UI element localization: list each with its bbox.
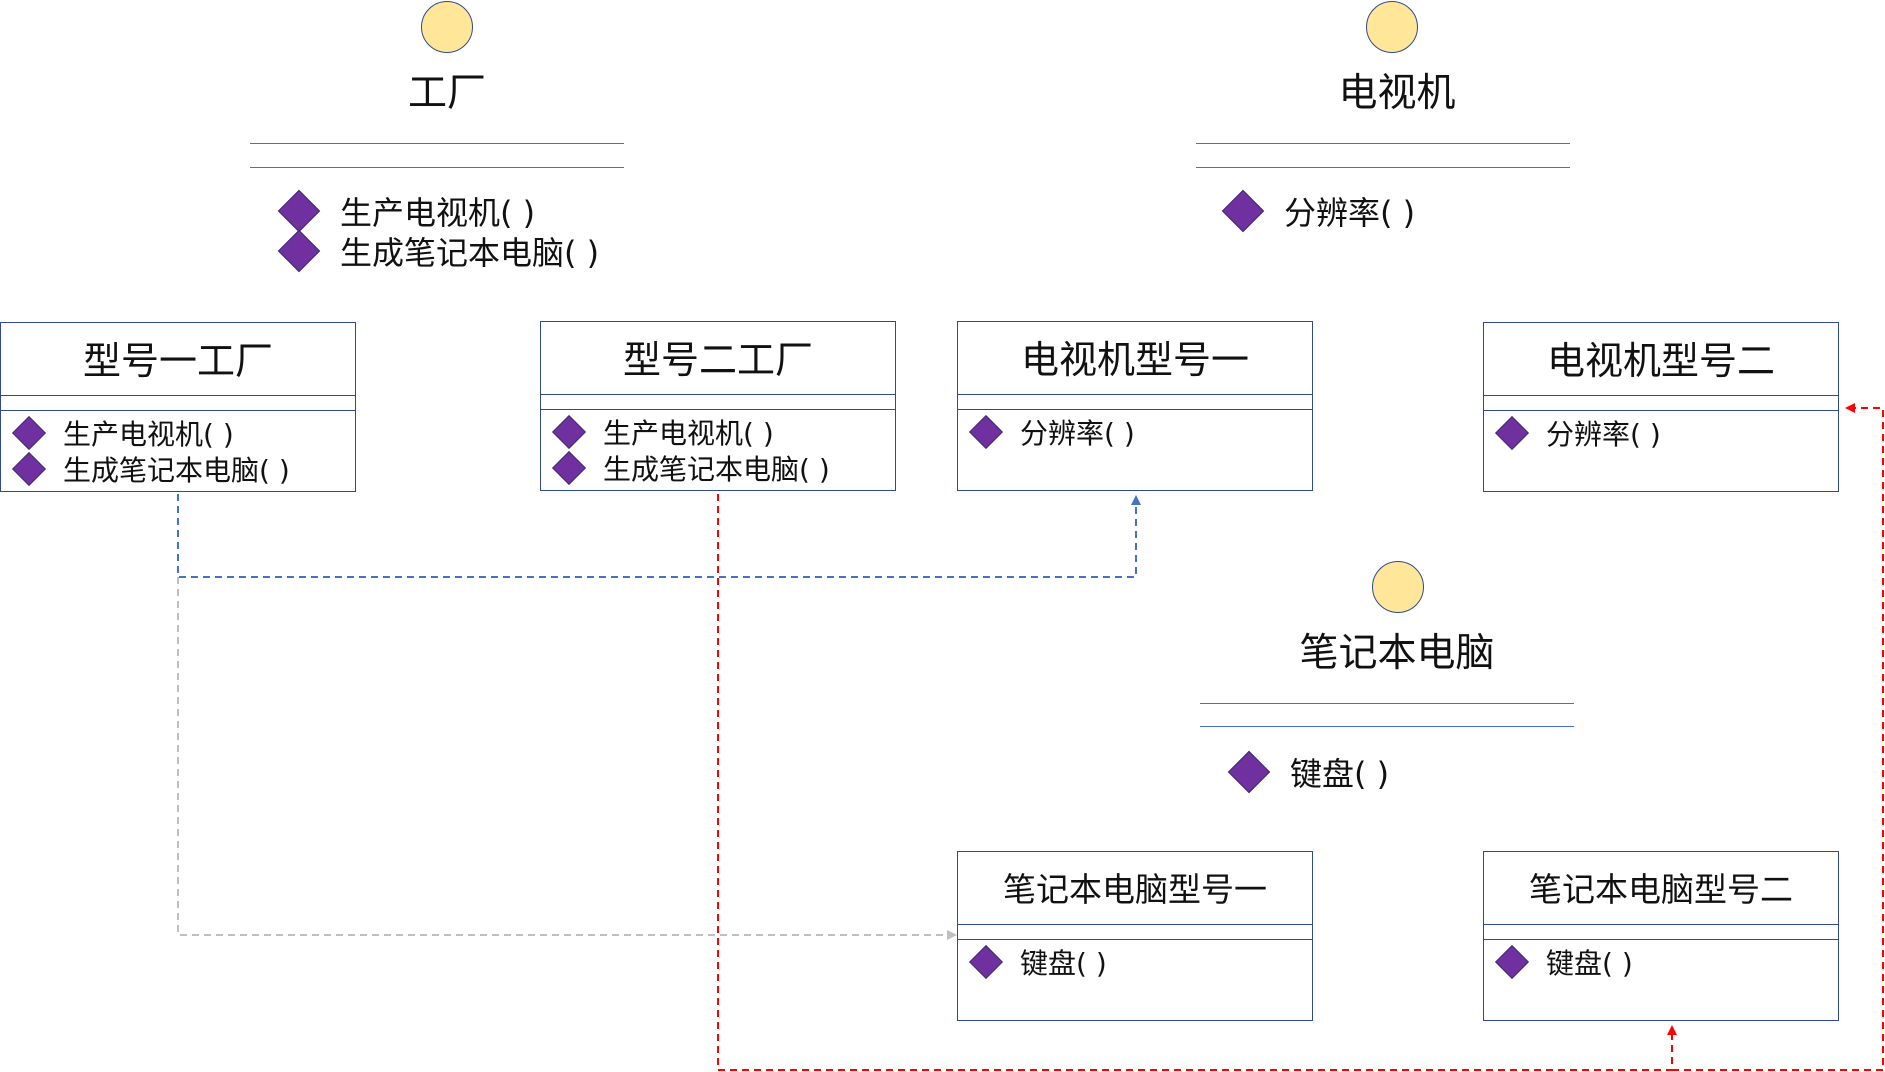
method-label: 生产电视机( ) xyxy=(603,417,774,450)
interface-factory-circle-icon xyxy=(421,1,473,53)
interface-tv-title: 电视机 xyxy=(1338,71,1456,116)
class-divider xyxy=(1484,939,1838,940)
class-methods: 生产电视机( ) 生成笔记本电脑( ) xyxy=(1,415,355,487)
class-method: 生产电视机( ) xyxy=(1,415,355,451)
diamond-icon xyxy=(12,452,46,486)
interface-tv-methods: 分辨率( ) xyxy=(1221,189,1416,233)
class-factory-model2: 型号二工厂 生产电视机( ) 生成笔记本电脑( ) xyxy=(540,321,896,491)
interface-laptop-rule-top xyxy=(1200,703,1574,704)
class-factory-model1: 型号一工厂 生产电视机( ) 生成笔记本电脑( ) xyxy=(0,322,356,492)
method-label: 生成笔记本电脑( ) xyxy=(340,234,600,272)
method-label: 生产电视机( ) xyxy=(63,418,234,451)
class-divider xyxy=(1484,395,1838,396)
interface-laptop-title: 笔记本电脑 xyxy=(1299,631,1495,676)
class-method: 键盘( ) xyxy=(1484,944,1838,980)
interface-factory-method: 生产电视机( ) xyxy=(277,189,599,233)
diamond-icon xyxy=(1495,416,1529,450)
method-label: 键盘( ) xyxy=(1546,947,1633,980)
interface-laptop-method: 键盘( ) xyxy=(1227,750,1390,794)
class-method: 分辨率( ) xyxy=(1484,415,1838,451)
class-divider xyxy=(958,394,1312,395)
method-label: 键盘( ) xyxy=(1290,755,1390,793)
method-label: 分辨率( ) xyxy=(1284,194,1416,232)
class-method: 分辨率( ) xyxy=(958,414,1312,450)
class-title: 笔记本电脑型号一 xyxy=(1003,870,1267,909)
diamond-icon xyxy=(277,229,321,273)
class-title: 电视机型号二 xyxy=(1546,339,1775,383)
interface-factory-methods: 生产电视机( ) 生成笔记本电脑( ) xyxy=(277,189,600,273)
class-divider xyxy=(1484,410,1838,411)
diamond-icon xyxy=(277,189,321,233)
method-label: 键盘( ) xyxy=(1020,947,1107,980)
connector-factory1-to-laptop1 xyxy=(177,577,957,940)
class-method: 生成笔记本电脑( ) xyxy=(1,451,355,487)
diamond-icon xyxy=(969,415,1003,449)
interface-tv-rule-bottom xyxy=(1196,167,1570,168)
diamond-icon xyxy=(1495,945,1529,979)
interface-factory-method: 生成笔记本电脑( ) xyxy=(277,229,600,273)
class-divider xyxy=(541,409,895,410)
method-label: 分辨率( ) xyxy=(1020,417,1135,450)
class-divider xyxy=(958,939,1312,940)
class-method: 生成笔记本电脑( ) xyxy=(541,450,895,486)
interface-factory-rule-bottom xyxy=(250,167,624,168)
class-divider xyxy=(1,410,355,411)
interface-tv-method: 分辨率( ) xyxy=(1221,189,1416,233)
class-title: 型号二工厂 xyxy=(622,338,813,382)
class-title: 电视机型号一 xyxy=(1020,338,1249,382)
connector-factory1-to-tv1 xyxy=(177,494,1141,578)
interface-laptop-circle-icon xyxy=(1372,561,1424,613)
class-divider xyxy=(958,924,1312,925)
diamond-icon xyxy=(1221,189,1265,233)
class-methods: 键盘( ) xyxy=(958,944,1312,980)
method-label: 生成笔记本电脑( ) xyxy=(603,453,830,486)
class-methods: 分辨率( ) xyxy=(1484,415,1838,451)
interface-factory-rule-top xyxy=(250,143,624,144)
class-laptop-model1: 笔记本电脑型号一 键盘( ) xyxy=(957,851,1313,1021)
class-title: 笔记本电脑型号二 xyxy=(1529,870,1793,909)
interface-tv-circle-icon xyxy=(1366,1,1418,53)
class-title: 型号一工厂 xyxy=(82,339,273,383)
class-divider xyxy=(1484,924,1838,925)
class-divider xyxy=(958,409,1312,410)
class-methods: 分辨率( ) xyxy=(958,414,1312,450)
interface-factory-title: 工厂 xyxy=(407,71,486,116)
interface-tv-rule-top xyxy=(1196,143,1570,144)
diamond-icon xyxy=(969,945,1003,979)
diamond-icon xyxy=(1227,750,1271,794)
diamond-icon xyxy=(12,416,46,450)
class-methods: 生产电视机( ) 生成笔记本电脑( ) xyxy=(541,414,895,486)
class-method: 键盘( ) xyxy=(958,944,1312,980)
class-method: 生产电视机( ) xyxy=(541,414,895,450)
diamond-icon xyxy=(552,451,586,485)
class-tv-model1: 电视机型号一 分辨率( ) xyxy=(957,321,1313,491)
class-tv-model2: 电视机型号二 分辨率( ) xyxy=(1483,322,1839,492)
class-methods: 键盘( ) xyxy=(1484,944,1838,980)
class-laptop-model2: 笔记本电脑型号二 键盘( ) xyxy=(1483,851,1839,1021)
class-divider xyxy=(1,395,355,396)
class-divider xyxy=(541,394,895,395)
interface-laptop-methods: 键盘( ) xyxy=(1227,750,1390,794)
method-label: 生成笔记本电脑( ) xyxy=(63,454,290,487)
diamond-icon xyxy=(552,415,586,449)
method-label: 生产电视机( ) xyxy=(340,194,536,232)
method-label: 分辨率( ) xyxy=(1546,418,1661,451)
interface-laptop-rule-bottom xyxy=(1200,726,1574,727)
